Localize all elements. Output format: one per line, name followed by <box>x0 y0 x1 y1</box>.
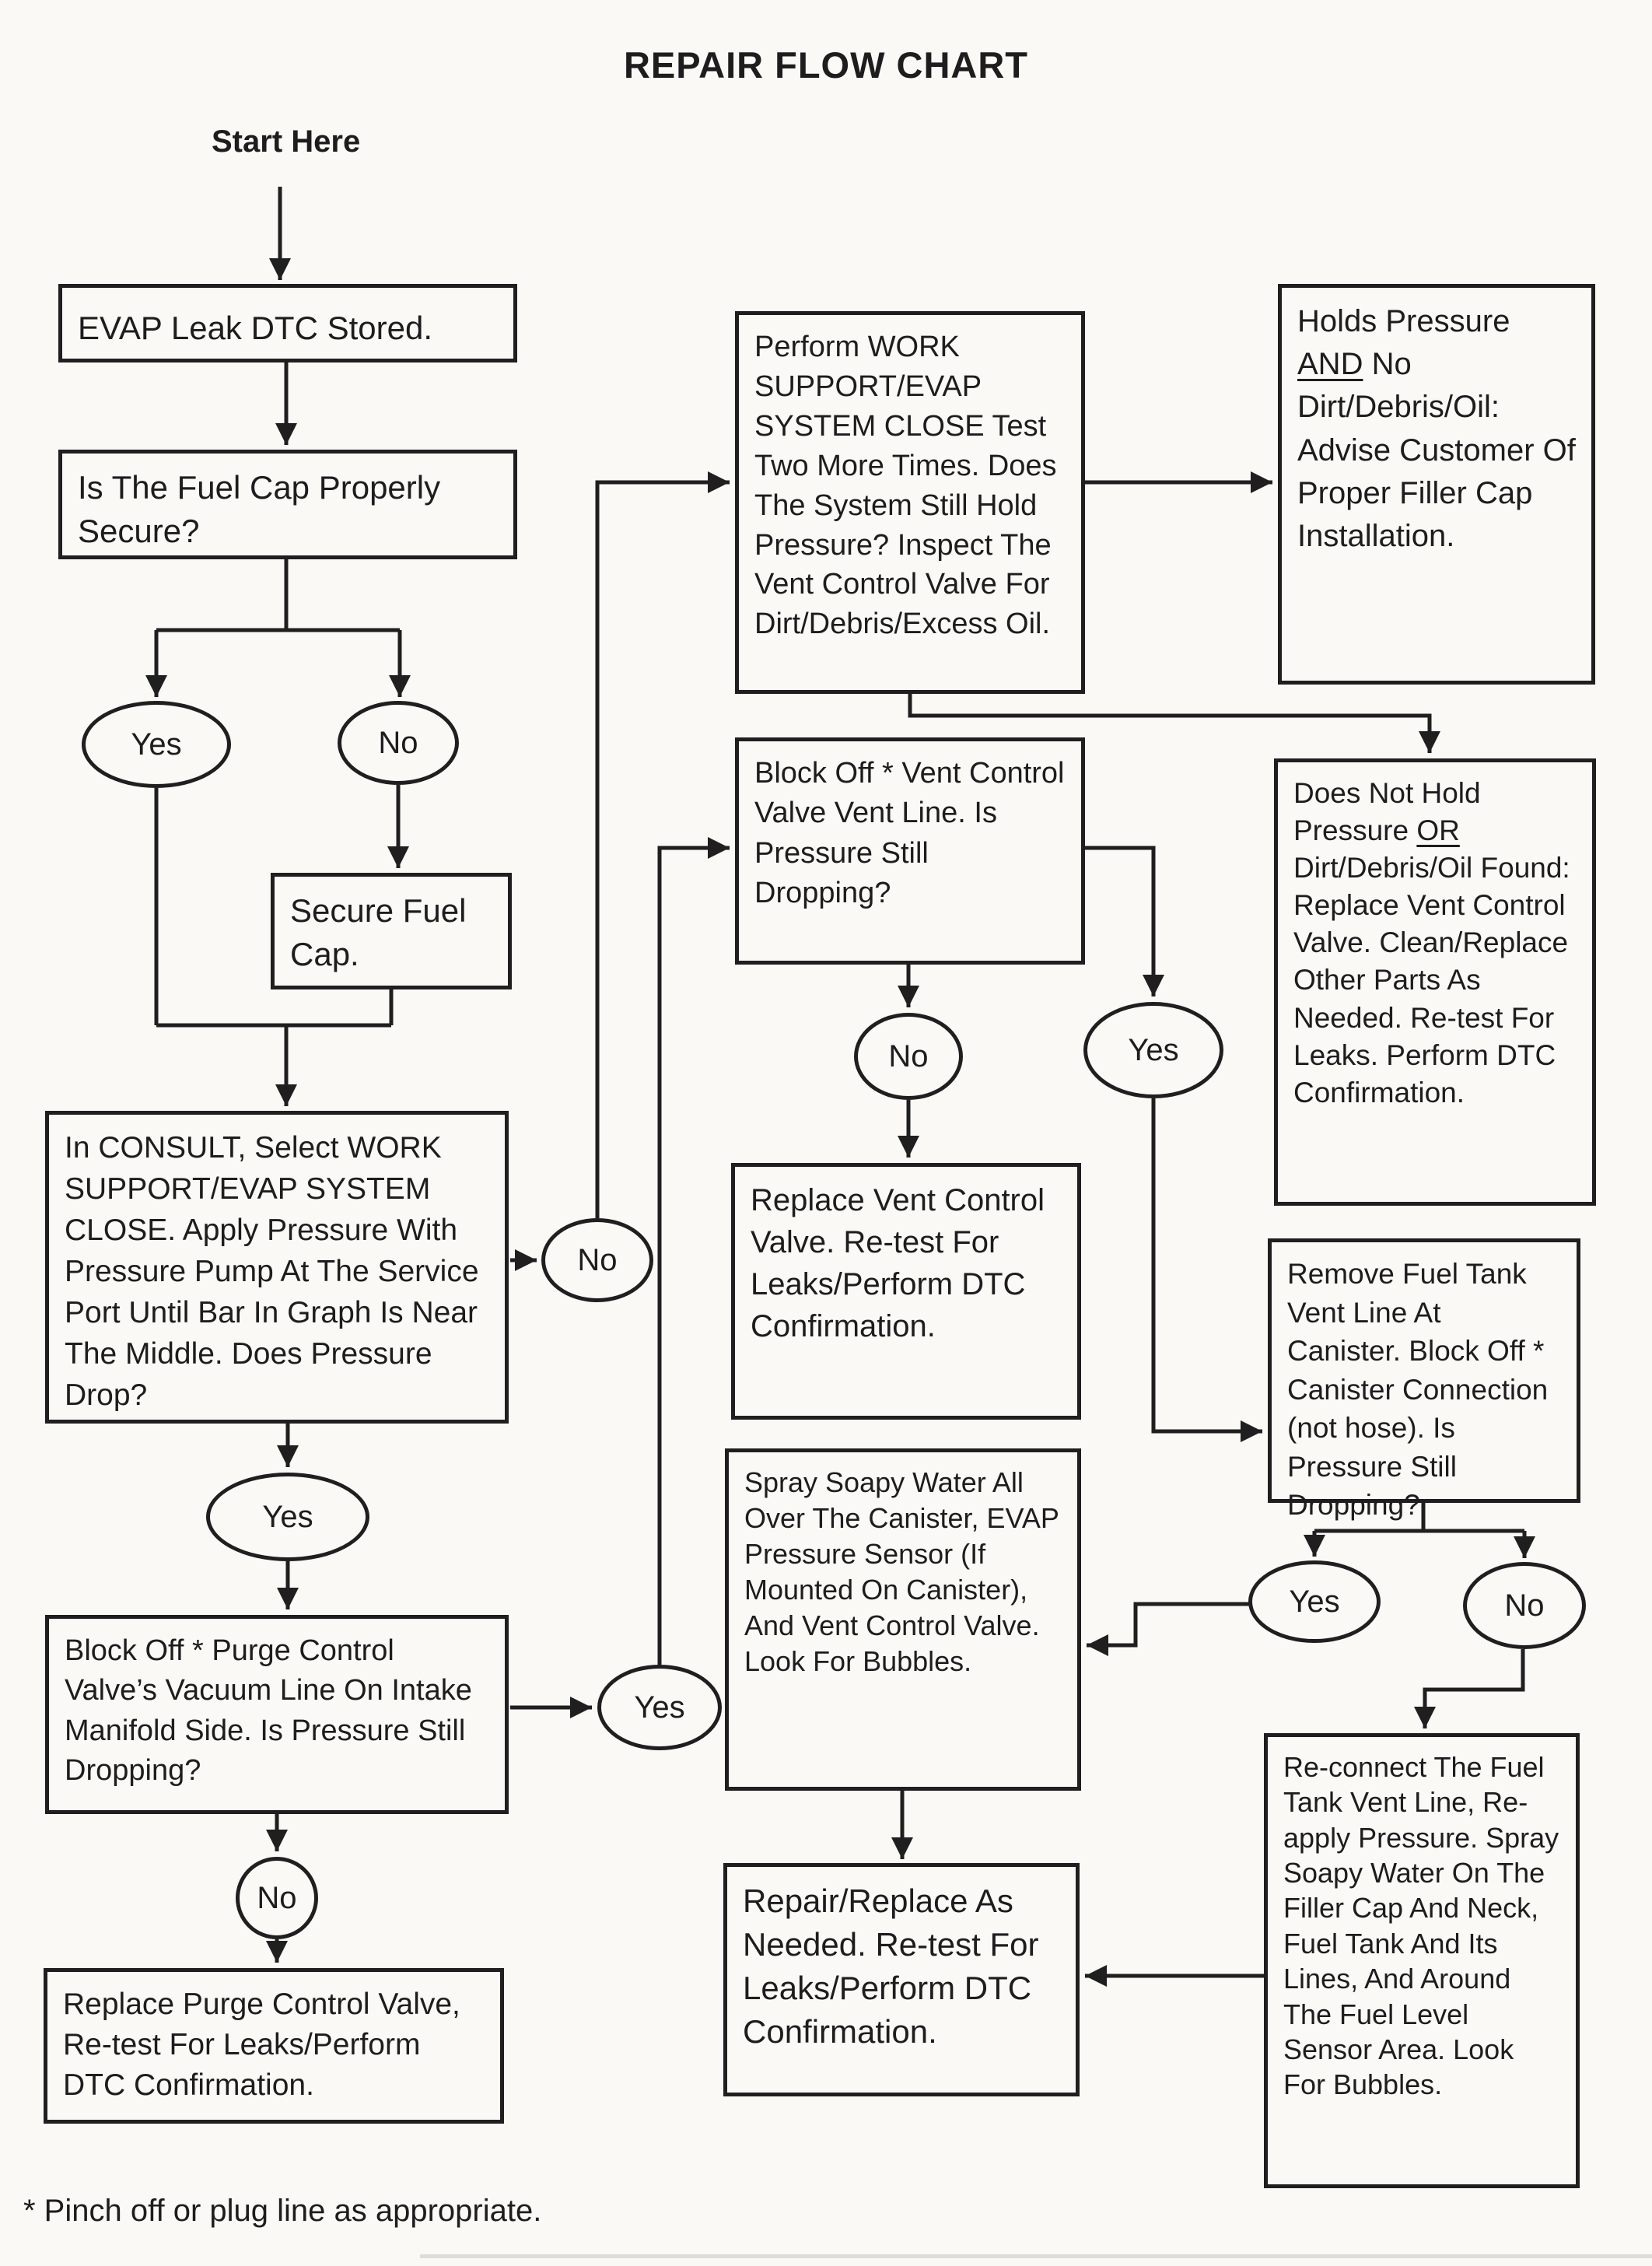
connector-yes4-to-removetank <box>1151 1098 1262 1442</box>
oval-fuel-cap-no: No <box>338 701 459 785</box>
connector-no2-up-to-perform <box>595 471 730 1218</box>
node-consult-evap-close-test: In CONSULT, Select WORK SUPPORT/EVAP SYS… <box>45 1111 509 1424</box>
node-block-off-purge-vacuum-line: Block Off * Purge Control Valve’s Vacuum… <box>45 1615 509 1814</box>
node-text: Replace Purge Control Valve, Re-test For… <box>63 1988 460 2102</box>
oval-vent-blocked-yes: Yes <box>1083 1002 1223 1098</box>
node-text: Spray Soapy Water All Over The Canister,… <box>744 1466 1059 1678</box>
node-text: In CONSULT, Select WORK SUPPORT/EVAP SYS… <box>65 1131 479 1413</box>
footnote: * Pinch off or plug line as appropriate. <box>23 2194 542 2228</box>
node-evap-leak-dtc: EVAP Leak DTC Stored. <box>58 284 517 362</box>
connector-no5-to-reconnect <box>1414 1649 1525 1728</box>
oval-vent-blocked-no: No <box>854 1013 963 1100</box>
connector-fuelcap-split <box>156 559 400 632</box>
node-spray-soapy-water-canister: Spray Soapy Water All Over The Canister,… <box>725 1448 1081 1791</box>
node-does-not-hold-pressure-replace-vent-valve: Does Not Hold Pressure OR Dirt/Debris/Oi… <box>1274 758 1596 1206</box>
oval-label: Yes <box>634 1690 685 1725</box>
oval-label: No <box>378 725 418 760</box>
oval-pressure-drop-no: No <box>541 1218 653 1302</box>
node-block-off-vent-control-valve-line: Block Off * Vent Control Valve Vent Line… <box>735 737 1085 965</box>
node-repair-replace-as-needed: Repair/Replace As Needed. Re-test For Le… <box>723 1863 1080 2096</box>
oval-label: Yes <box>131 727 182 762</box>
underlined-word: OR <box>1416 814 1460 847</box>
start-label: Start Here <box>212 124 361 159</box>
node-text: Replace Vent Control Valve. Re-test For … <box>751 1183 1045 1343</box>
connector-yes5-to-spray <box>1087 1602 1257 1656</box>
node-fuel-cap-secure-question: Is The Fuel Cap Properly Secure? <box>58 450 517 559</box>
node-text: EVAP Leak DTC Stored. <box>78 310 432 346</box>
node-reconnect-fuel-tank-vent-line: Re-connect The Fuel Tank Vent Line, Re-a… <box>1264 1733 1580 2188</box>
node-text: Block Off * Vent Control Valve Vent Line… <box>754 757 1065 909</box>
node-secure-fuel-cap: Secure Fuel Cap. <box>271 873 512 989</box>
node-remove-fuel-tank-vent-line: Remove Fuel Tank Vent Line At Canister. … <box>1268 1238 1580 1521</box>
oval-label: Yes <box>1128 1032 1179 1067</box>
underlined-word: AND <box>1297 347 1363 382</box>
oval-fuel-cap-yes: Yes <box>82 701 231 788</box>
connector-merge-lines <box>154 788 394 1028</box>
scan-artifact-line <box>420 2254 1652 2258</box>
node-text: Perform WORK SUPPORT/EVAP SYSTEM CLOSE T… <box>754 331 1057 641</box>
oval-label: No <box>577 1242 618 1277</box>
node-perform-test-two-more-times: Perform WORK SUPPORT/EVAP SYSTEM CLOSE T… <box>735 311 1085 694</box>
oval-purge-blocked-no: No <box>236 1857 318 1939</box>
oval-label: Yes <box>262 1499 313 1534</box>
oval-canister-blocked-yes: Yes <box>1248 1560 1381 1643</box>
page-title: REPAIR FLOW CHART <box>623 44 1029 86</box>
node-text: Block Off * Purge Control Valve’s Vacuum… <box>65 1634 472 1787</box>
oval-label: No <box>1504 1588 1545 1623</box>
connector-yes3-up-to-blockvent <box>657 837 730 1665</box>
oval-pressure-drop-yes: Yes <box>206 1473 369 1561</box>
node-text: Remove Fuel Tank Vent Line At Canister. … <box>1287 1258 1549 1522</box>
node-text: Is The Fuel Cap Properly Secure? <box>78 469 441 549</box>
connector-blockvent-to-yes4 <box>1085 846 1164 996</box>
oval-purge-blocked-yes: Yes <box>597 1665 722 1750</box>
node-text: Re-connect The Fuel Tank Vent Line, Re-a… <box>1283 1751 1559 2101</box>
node-text: No Dirt/Debris/Oil: Advise Customer Of P… <box>1297 347 1576 553</box>
node-text: Dirt/Debris/Oil Found: Replace Vent Cont… <box>1293 852 1570 1108</box>
node-holds-pressure-advise-customer: Holds Pressure AND No Dirt/Debris/Oil: A… <box>1278 284 1595 685</box>
connector-removetank-split <box>1314 1503 1524 1533</box>
oval-canister-blocked-no: No <box>1463 1562 1586 1649</box>
node-text: Holds Pressure <box>1297 304 1510 338</box>
node-replace-vent-control-valve: Replace Vent Control Valve. Re-test For … <box>731 1163 1081 1420</box>
node-text: Repair/Replace As Needed. Re-test For Le… <box>743 1882 1039 2050</box>
oval-label: No <box>888 1038 929 1073</box>
node-text: Does Not Hold Pressure <box>1293 777 1481 847</box>
connector-perform-to-doesnothold <box>908 694 1440 753</box>
oval-label: Yes <box>1289 1584 1340 1619</box>
node-text: Secure Fuel Cap. <box>290 892 467 972</box>
node-replace-purge-control-valve: Replace Purge Control Valve, Re-test For… <box>44 1968 504 2124</box>
oval-label: No <box>257 1880 297 1915</box>
